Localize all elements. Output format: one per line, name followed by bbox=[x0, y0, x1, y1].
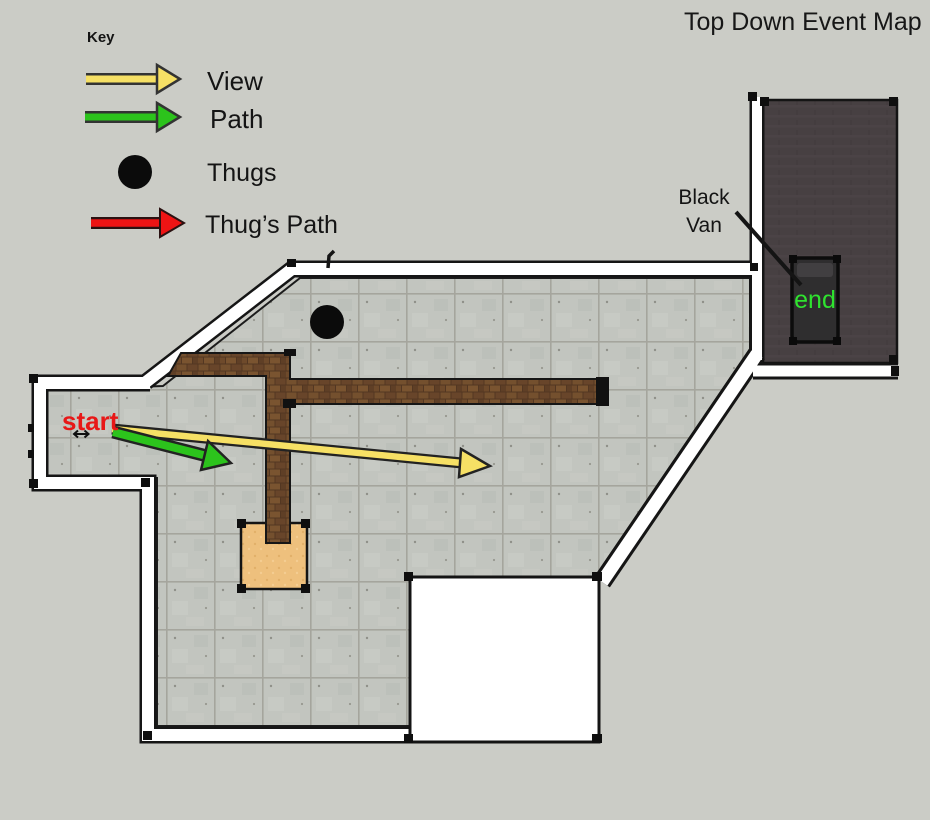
start-marker-icon bbox=[72, 429, 91, 439]
key-view-label: View bbox=[207, 66, 263, 96]
path-arrow bbox=[111, 425, 234, 472]
start-label: start bbox=[62, 406, 119, 436]
black-van-pointer-line bbox=[734, 210, 803, 287]
end-label: end bbox=[794, 286, 836, 314]
key-thugs-path-arrow-icon bbox=[91, 207, 186, 239]
white-room bbox=[408, 575, 601, 744]
black-van-label-line1: Black bbox=[678, 186, 730, 209]
black-van-label-line2: Van bbox=[686, 214, 722, 237]
van-windshield bbox=[797, 263, 833, 277]
view-arrow bbox=[111, 423, 493, 479]
key-path-arrow-icon bbox=[85, 100, 183, 134]
wall-bands bbox=[34, 97, 898, 741]
key-path-label: Path bbox=[210, 104, 264, 134]
wall-corner-ticks bbox=[28, 92, 899, 743]
roof-notch bbox=[326, 249, 336, 269]
key-heading: Key bbox=[87, 29, 115, 46]
key-thugs-label: Thugs bbox=[207, 159, 276, 187]
key-thugs-path-label: Thug’s Path bbox=[205, 211, 338, 239]
brick-wall-end-caps bbox=[283, 349, 609, 408]
key-view-arrow-icon bbox=[86, 62, 183, 96]
black-van: end bbox=[789, 255, 841, 345]
page-title: Top Down Event Map bbox=[684, 8, 922, 36]
key-thugs-icon bbox=[118, 155, 152, 189]
thug-marker bbox=[310, 305, 344, 339]
